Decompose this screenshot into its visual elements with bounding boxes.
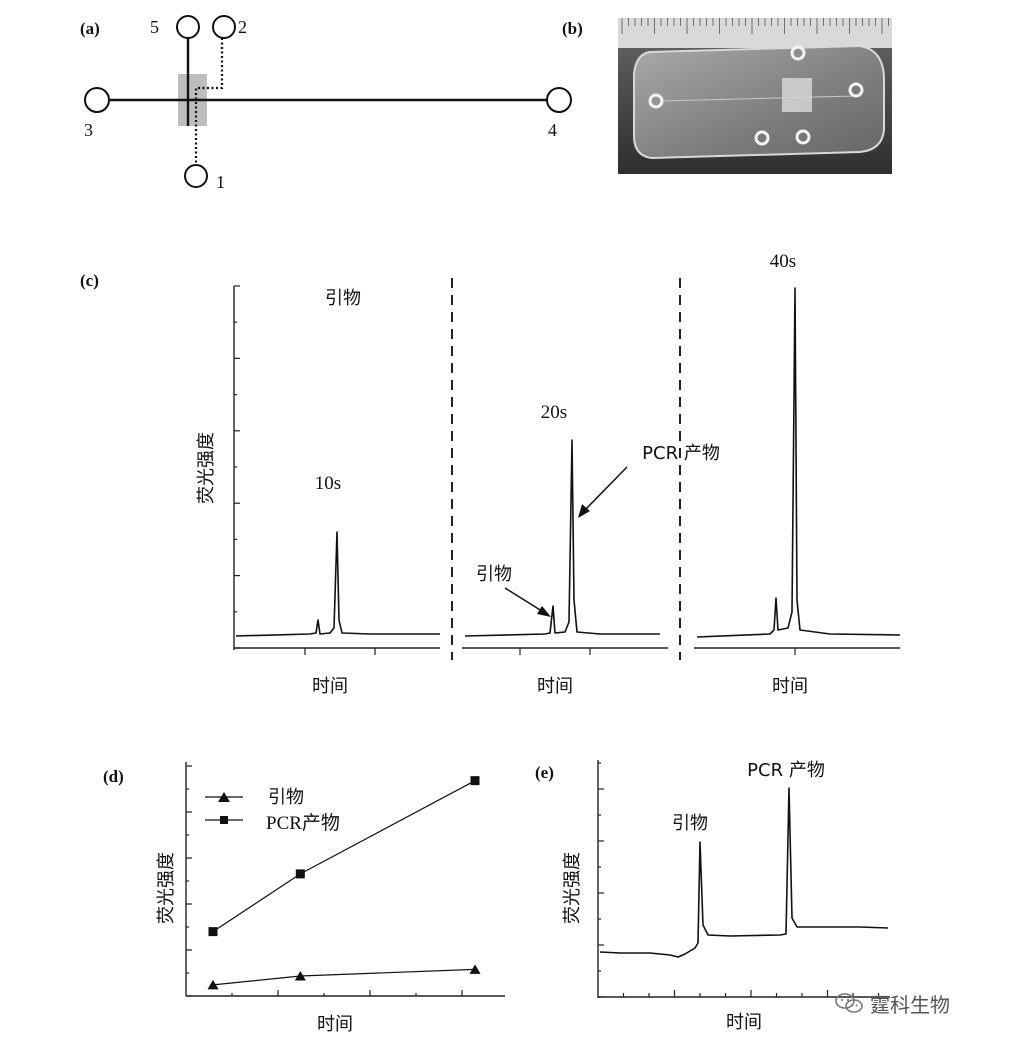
d-x-ticks — [231, 990, 463, 996]
c2-arrow-primer — [504, 587, 546, 614]
c3-trace — [696, 287, 901, 638]
e-x-axis-label: 时间 — [726, 1012, 762, 1033]
e-y-axis-label: 荧光强度 — [562, 852, 583, 924]
side-channel-dotted — [194, 38, 224, 164]
c1-annotation-time: 10s — [315, 473, 341, 494]
chip-well — [790, 45, 806, 61]
c1-trace — [235, 531, 440, 637]
legend-label-pcr: PCR产物 — [266, 812, 340, 834]
chip-well — [848, 82, 864, 98]
reservoir-4 — [546, 87, 572, 113]
d-point-square — [208, 927, 218, 937]
panel-a: (a) 1 2 3 4 5 — [80, 15, 572, 192]
c2-annotation-primer: 引物 — [476, 564, 512, 585]
panel-c: (c) 荧光强度 引物 10s 时间 20s PCR 产物 引物 时间 — [80, 251, 901, 697]
port-label-3: 3 — [84, 120, 93, 140]
reservoir-2 — [212, 15, 236, 39]
panel-e: (e) 荧光强度 引物 PCR 产物 时间 — [535, 760, 890, 1033]
c-y-axis-label: 荧光强度 — [196, 432, 217, 504]
c2-x-axis-label: 时间 — [537, 676, 573, 697]
legend-label-primer: 引物 — [268, 787, 304, 808]
e-y-ticks — [598, 762, 604, 998]
ruler — [618, 18, 892, 48]
chip-well — [648, 93, 664, 109]
panel-label-c: (c) — [80, 271, 99, 290]
reservoir-5 — [176, 15, 200, 39]
e-trace — [599, 787, 889, 958]
ruler-ticks — [621, 18, 889, 34]
e-annotation-pcr-product: PCR 产物 — [747, 760, 825, 781]
c3-x-axis-label: 时间 — [772, 676, 808, 697]
d-series — [207, 776, 481, 990]
c1-annotation-primer: 引物 — [325, 288, 361, 309]
port-label-4: 4 — [548, 120, 557, 140]
panel-label-d: (d) — [103, 767, 124, 786]
d-x-axis-label: 时间 — [317, 1014, 353, 1035]
chip-well — [795, 129, 811, 145]
panel-label-b: (b) — [562, 19, 583, 38]
port-label-1: 1 — [216, 172, 225, 192]
d-point-triangle — [294, 971, 306, 981]
d-point-square — [295, 869, 305, 879]
e-x-ticks — [622, 990, 880, 997]
chip-well — [754, 130, 770, 146]
c-y-ticks — [234, 285, 240, 649]
c2-arrow-pcr — [582, 466, 628, 513]
c2-annotation-time: 20s — [541, 402, 567, 423]
glass-chip — [633, 44, 885, 160]
d-y-ticks — [186, 765, 192, 997]
c1-x-axis-label: 时间 — [312, 676, 348, 697]
c3-annotation-time: 40s — [770, 251, 796, 272]
d-point-triangle — [469, 964, 481, 974]
d-point-square — [470, 776, 480, 786]
chip-detection-zone — [782, 78, 812, 112]
panel-label-e: (e) — [535, 763, 554, 782]
panel-b: (b) — [562, 18, 892, 174]
d-series-line-0 — [212, 968, 476, 986]
d-y-axis-label: 荧光强度 — [156, 852, 177, 924]
c2-arrowhead-pcr — [578, 504, 590, 518]
reservoir-3 — [84, 87, 110, 113]
d-series-line-1 — [212, 780, 476, 933]
port-label-5: 5 — [150, 17, 159, 37]
d-legend: 引物 PCR产物 — [205, 787, 340, 834]
watermark-text: 霆科生物 — [870, 992, 950, 1017]
wechat-icon — [835, 993, 863, 1013]
panel-label-a: (a) — [80, 19, 100, 38]
port-label-2: 2 — [238, 17, 247, 37]
chip-channel — [659, 95, 856, 102]
c2-arrowhead-primer — [537, 606, 551, 617]
panel-d: (d) 荧光强度 时间 引物 PCR产物 — [103, 762, 505, 1035]
e-annotation-primer: 引物 — [672, 813, 708, 834]
d-point-triangle — [207, 979, 219, 990]
legend-square-marker — [220, 816, 228, 824]
c2-trace — [464, 439, 660, 637]
watermark: 霆科生物 — [834, 988, 984, 1018]
reservoir-1 — [184, 164, 208, 188]
legend-triangle-marker — [218, 792, 230, 802]
